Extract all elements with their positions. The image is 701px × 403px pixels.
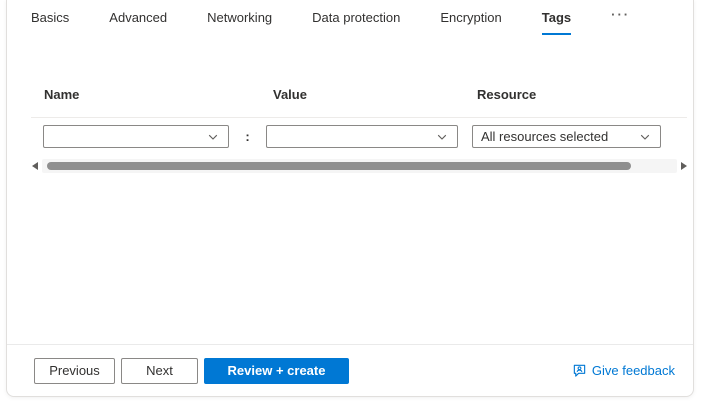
tag-entry-row: : All resources selected — [43, 125, 693, 148]
column-header-name: Name — [44, 87, 80, 102]
scroll-left-arrow-icon[interactable] — [32, 162, 38, 170]
feedback-icon — [572, 363, 587, 378]
tab-data-protection[interactable]: Data protection — [312, 10, 401, 25]
column-header-resource: Resource — [477, 87, 537, 102]
chevron-down-icon — [436, 131, 448, 143]
tab-networking[interactable]: Networking — [207, 10, 273, 25]
tab-basics[interactable]: Basics — [31, 10, 70, 25]
tags-grid-header: Name Value Resource — [43, 87, 693, 102]
tag-value-combobox[interactable] — [266, 125, 458, 148]
tab-advanced[interactable]: Advanced — [109, 10, 168, 25]
scroll-right-arrow-icon[interactable] — [681, 162, 687, 170]
wizard-tab-bar: Basics Advanced Networking Data protecti… — [7, 0, 693, 35]
horizontal-scrollbar — [32, 159, 687, 173]
tab-tags[interactable]: Tags — [541, 10, 572, 35]
tag-name-combobox[interactable] — [43, 125, 229, 148]
grid-header-divider — [31, 117, 687, 118]
name-value-separator: : — [245, 129, 250, 144]
scrollbar-track[interactable] — [42, 159, 677, 173]
give-feedback-link[interactable]: Give feedback — [572, 363, 675, 378]
scrollbar-thumb[interactable] — [47, 162, 632, 170]
tab-encryption[interactable]: Encryption — [440, 10, 502, 25]
chevron-down-icon — [207, 131, 219, 143]
create-wizard-panel: Basics Advanced Networking Data protecti… — [6, 0, 694, 397]
column-header-value: Value — [273, 87, 307, 102]
resource-dropdown[interactable]: All resources selected — [472, 125, 661, 148]
chevron-down-icon — [639, 131, 651, 143]
resource-dropdown-value: All resources selected — [481, 129, 609, 144]
tab-overflow-ellipsis-icon[interactable]: ··· — [611, 7, 631, 22]
review-create-button[interactable]: Review + create — [204, 357, 349, 384]
next-button[interactable]: Next — [121, 357, 198, 384]
wizard-nav-buttons: Previous Next Review + create — [34, 357, 349, 384]
previous-button[interactable]: Previous — [34, 357, 115, 384]
give-feedback-label: Give feedback — [591, 363, 675, 378]
wizard-footer: Previous Next Review + create Give feedb… — [7, 344, 693, 396]
